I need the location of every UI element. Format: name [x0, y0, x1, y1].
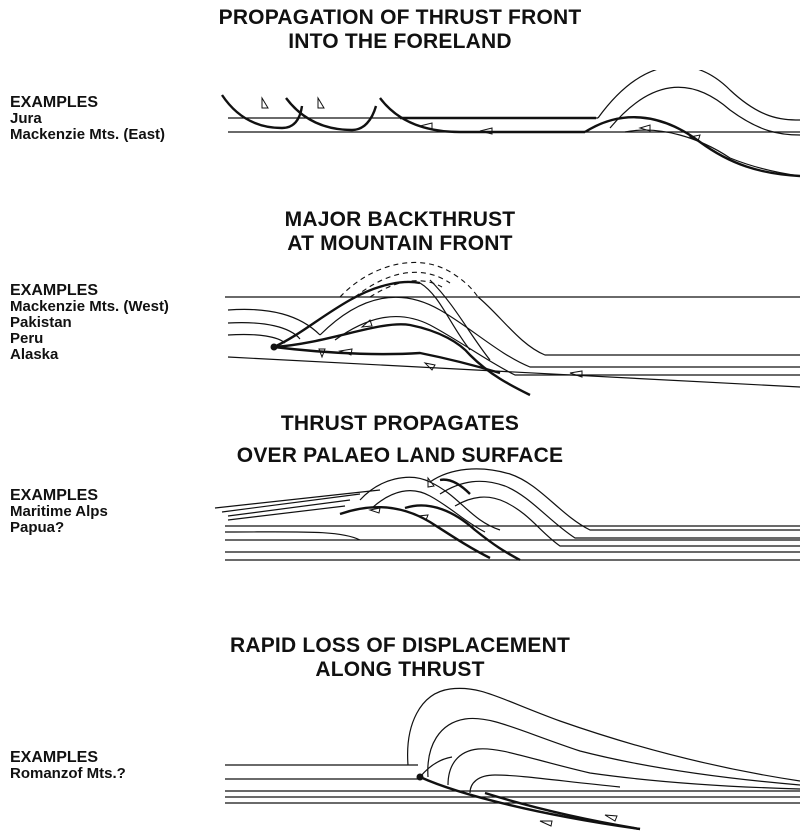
- panel-4-cross-section: [0, 685, 800, 835]
- panel-4-strata: [225, 688, 800, 803]
- panel-2-branch-point: [271, 344, 278, 351]
- panel-2-dashed-eroded-strata: [340, 262, 478, 297]
- panel-4-title: RAPID LOSS OF DISPLACEMENT ALONG THRUST: [0, 634, 800, 682]
- panel-3-palaeo-land-surface: [215, 490, 380, 520]
- panel-1-title-line-2: INTO THE FORELAND: [0, 30, 800, 54]
- panel-1-thrusts: [222, 95, 800, 176]
- panel-1-strata: [228, 70, 800, 135]
- panel-1-title-line-1: PROPAGATION OF THRUST FRONT: [0, 6, 800, 30]
- panel-1-title: PROPAGATION OF THRUST FRONT INTO THE FOR…: [0, 6, 800, 54]
- panel-2-title: MAJOR BACKTHRUST AT MOUNTAIN FRONT: [0, 208, 800, 256]
- panel-2-title-line-1: MAJOR BACKTHRUST: [0, 208, 800, 232]
- panel-2-title-line-2: AT MOUNTAIN FRONT: [0, 232, 800, 256]
- panel-3-cross-section: [0, 460, 800, 575]
- panel-4-title-line-1: RAPID LOSS OF DISPLACEMENT: [0, 634, 800, 658]
- panel-2-cross-section: [0, 255, 800, 405]
- panel-3-strata: [225, 469, 800, 560]
- panel-3-title-line-1: THRUST PROPAGATES: [0, 412, 800, 436]
- panel-4-thrusts: [420, 757, 640, 829]
- panel-4-tip-point: [417, 774, 424, 781]
- panel-1-cross-section: [0, 70, 800, 190]
- panel-4-title-line-2: ALONG THRUST: [0, 658, 800, 682]
